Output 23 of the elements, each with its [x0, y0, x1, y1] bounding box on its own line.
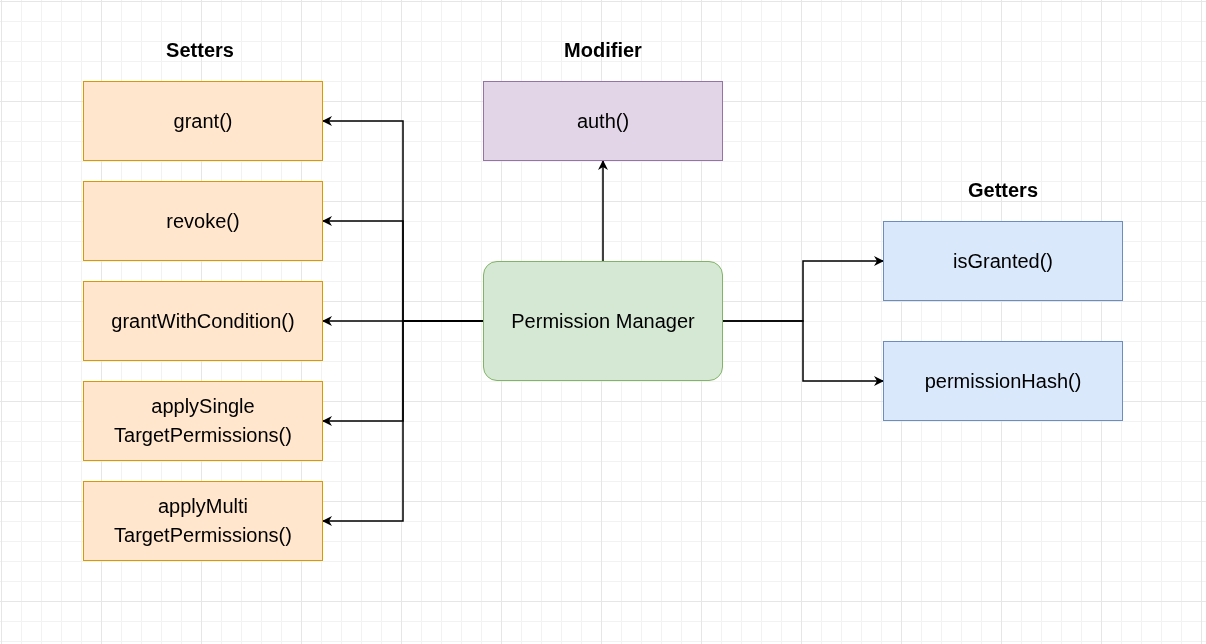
node-label: auth() [575, 108, 631, 134]
node-label: grantWithCondition() [110, 308, 296, 334]
method-box [83, 81, 323, 161]
method-box [83, 481, 323, 561]
arrow [598, 160, 608, 262]
node-label: isGranted() [952, 248, 1054, 274]
method-box [83, 381, 323, 461]
method-box [483, 81, 723, 161]
method-box [83, 281, 323, 361]
node-label: permissionHash() [923, 368, 1083, 394]
rounded-box [483, 261, 723, 381]
node-label: Permission Manager [510, 308, 696, 334]
node-label: applyMulti TargetPermissions() [113, 494, 293, 548]
group-heading: Modifier [564, 38, 642, 62]
group-heading: Getters [968, 178, 1038, 202]
node-label: applySingle TargetPermissions() [113, 394, 293, 448]
method-box [83, 181, 323, 261]
method-box [883, 341, 1123, 421]
node-label: revoke() [165, 208, 241, 234]
group-heading: Setters [166, 38, 234, 62]
method-box [883, 221, 1123, 301]
arrow [722, 320, 884, 386]
node-label: grant() [172, 108, 234, 134]
